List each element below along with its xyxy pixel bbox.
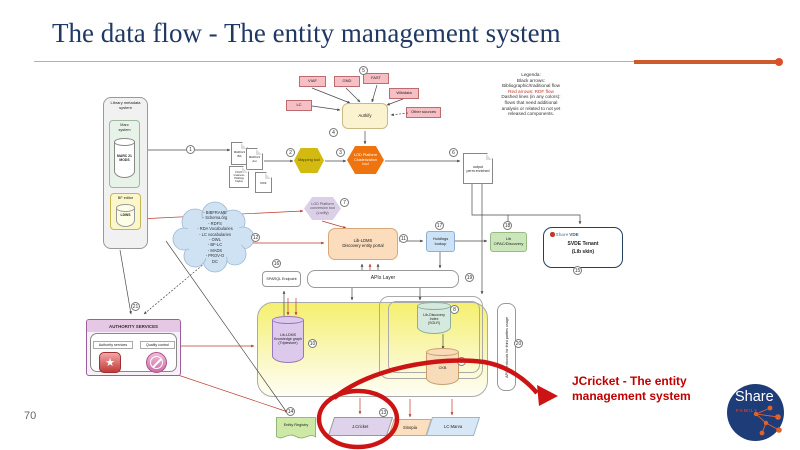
step-badge-8: 8 [450, 305, 459, 314]
legend-line: Black arrows: [516, 77, 546, 83]
node-mapping-tool: Mapping tool [294, 148, 324, 173]
source-wikidata: Wikidata [389, 88, 419, 99]
node-sparql-endpoint: SPARQL Endpoint [262, 271, 301, 287]
step-badge-4: 4 [329, 128, 338, 137]
step-badge-19: 19 [465, 273, 474, 282]
authority-services-header: AUTHORITY SERVICES [87, 320, 180, 332]
node-clusterization-tool: LOD Platform Clusterization tool [347, 146, 384, 174]
quality-icon [146, 352, 167, 373]
cloud-vocabularies: - BIBFRAME - Schema.org - RDFS - RDA Voc… [197, 210, 233, 264]
node-apis-layer: APIs Layer [307, 270, 459, 288]
library-metadata-label: Library metadata system [110, 100, 141, 110]
title-rule-accent [634, 60, 778, 64]
node-conversion-tool: LOD Platform conversion tool (Lodify) [304, 197, 341, 220]
annotation-text: JCricket - The entity management system [572, 374, 712, 404]
discovery-index-db: Lib-Discovery Index (SOLR) [417, 302, 451, 334]
step-badge-7: 7 [340, 198, 349, 207]
cloud-shape [172, 201, 255, 273]
node-third-parties-apis: APIs/Protocols for third parties usage [497, 303, 516, 391]
svde-tenant-label: SVDE Tenant (Lib skin) [567, 241, 599, 255]
step-badge-15: 15 [573, 266, 582, 275]
step-badge-11: 11 [399, 234, 408, 243]
step-badge-6: 6 [449, 148, 458, 157]
step-badge-16: 16 [272, 259, 281, 268]
doc-folio: FOLIO Instances Holdings Copies [229, 166, 249, 188]
step-badge-17: 17 [435, 221, 444, 230]
node-holdings-lookup: Holdings lookup [426, 231, 455, 252]
node-jcricket: J.Cricket [327, 417, 394, 436]
ldws-db: LDWS [116, 204, 135, 227]
step-badge-14: 14 [286, 407, 295, 416]
sharevde-vde-text: VDE [569, 232, 579, 237]
page-number: 70 [24, 410, 37, 422]
annotation-line-1: JCricket - The entity [572, 374, 687, 388]
legend-line: analysis or related to not yet [501, 105, 561, 111]
title-rule [34, 61, 778, 63]
doc-output-enriched: output perm enriched [463, 153, 493, 184]
marc-system-label: Marc system [118, 123, 131, 132]
source-other: Other sources [406, 107, 441, 118]
ckb-db: CKB [426, 348, 459, 385]
quality-control-label: Quality control [140, 341, 175, 349]
family-logo-text: FAMILY [736, 409, 758, 414]
title-rule-dot [775, 58, 783, 66]
step-badge-20: 20 [514, 339, 523, 348]
entity-registry-shape [276, 417, 316, 439]
knowledge-graph-db: Lib-LDMS Knowledge graph (Triplestore) [272, 316, 304, 363]
doc-rdf: RDF [255, 172, 272, 193]
star-icon: ★ [99, 352, 121, 373]
legend-line-rdf: Red arrows: RDF flow [508, 88, 554, 94]
step-badge-12: 12 [251, 233, 260, 242]
source-fast: FAST [363, 73, 389, 84]
step-badge-21: 21 [131, 302, 140, 311]
source-gnd: GND [334, 76, 360, 87]
node-lc-marva: LC Marva [425, 417, 481, 436]
marc21-mods-db: MARC 21 MODS [114, 138, 135, 178]
node-authify: Authify [342, 103, 388, 129]
doc-marc21-bib: MARC21 Bib [231, 142, 248, 165]
sharevde-icon [550, 232, 555, 237]
step-badge-2: 2 [286, 148, 295, 157]
step-badge-13: 13 [379, 408, 388, 417]
source-viaf: VIAF [299, 76, 326, 87]
node-discovery-portal: Lib-LDMS Discovery entity portal [328, 228, 398, 260]
step-badge-5: 5 [359, 66, 368, 75]
node-sinopia: Sinopia [388, 419, 432, 436]
legend-line: flows that need additional [504, 99, 558, 105]
share-logo-text: Share [735, 389, 774, 405]
authority-services-label: Authority services [93, 341, 133, 349]
legend-line: released components. [507, 111, 555, 117]
step-badge-18: 18 [503, 221, 512, 230]
page-title: The data flow - The entity management sy… [52, 18, 561, 48]
legend-line: Bibliographic/traditional flow [501, 83, 561, 89]
share-family-logo: Share FAMILY [727, 384, 784, 441]
bf-editor-label: BF editor [117, 196, 134, 200]
legend: Legenda: Black arrows: Bibliographic/tra… [478, 72, 584, 117]
step-badge-9: 9 [457, 357, 466, 366]
node-entity-registry: Entity Registry [283, 423, 309, 427]
step-badge-1: 1 [186, 145, 195, 154]
step-badge-10: 10 [308, 339, 317, 348]
legend-line: Dashed lines (in any colors): [501, 94, 561, 100]
node-lib-opac: Lib OPAC/Discovery [490, 232, 527, 252]
network-icon [753, 405, 782, 436]
legend-line: Legenda: [521, 72, 541, 77]
annotation-line-2: management system [572, 389, 691, 403]
step-badge-3: 3 [336, 148, 345, 157]
sharevde-share-text: Share [555, 232, 569, 237]
doc-marc21-aut: MARC21 Aut [246, 148, 263, 170]
source-lc: LC [286, 100, 312, 111]
